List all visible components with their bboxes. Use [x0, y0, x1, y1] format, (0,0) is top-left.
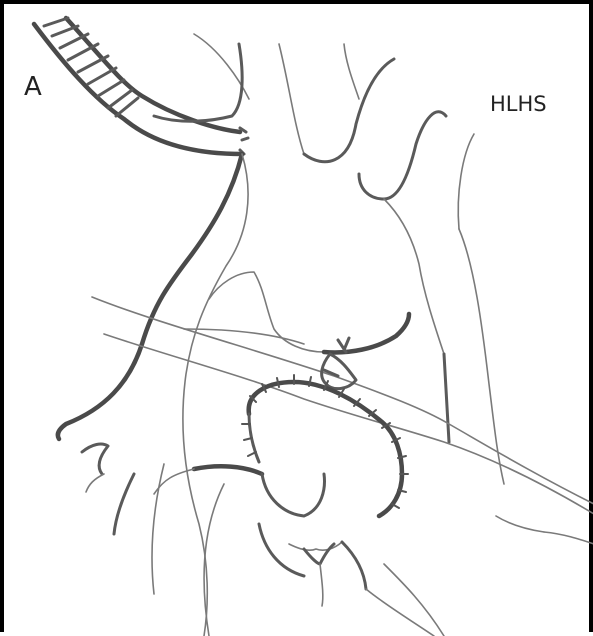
vertical-vessel: [58, 154, 248, 636]
panel-label: A: [24, 72, 42, 102]
patch-with-sutures: [242, 375, 408, 516]
left-margin-marks: [82, 444, 134, 534]
lower-right-vessel: [496, 516, 593, 544]
pulmonary-artery-lines: [92, 297, 593, 514]
aortic-arch-vessels: [154, 34, 474, 229]
condition-label: HLHS: [490, 92, 547, 116]
pda-ligation: [209, 272, 409, 389]
shunt-graft: [34, 18, 242, 154]
